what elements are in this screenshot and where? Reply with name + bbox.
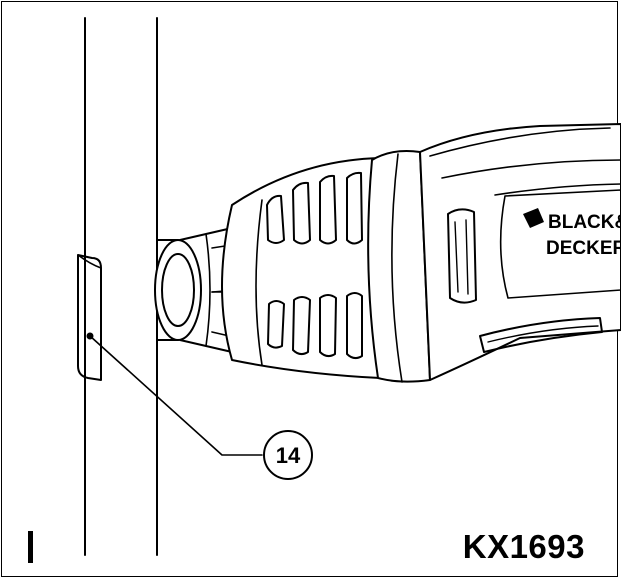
body-collar [367,150,431,383]
logo-line1: BLACK& [548,212,621,233]
scraper-plate [77,254,102,381]
leader-line [89,335,263,456]
model-code: KX1693 [462,528,585,565]
leader-dot [86,332,94,340]
brand-logo: BLACK& DECKER [523,208,621,259]
callout-label: 14 [276,443,301,468]
section-marker [28,531,33,563]
tool-body [419,123,621,381]
logo-line2: DECKER [546,238,621,259]
callout-circle [263,430,313,480]
vented-housing [221,157,381,379]
logo-hexagon-icon [523,208,544,228]
